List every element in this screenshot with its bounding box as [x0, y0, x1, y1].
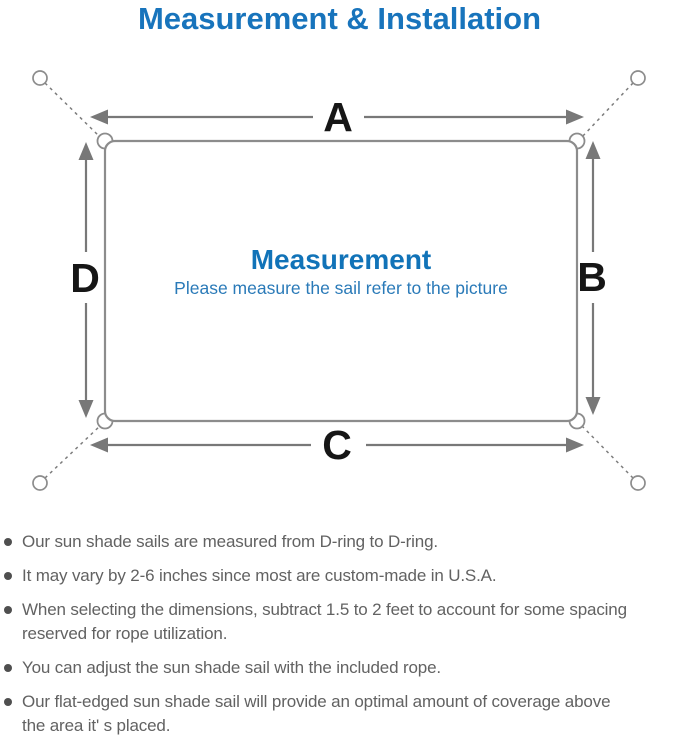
- arrowhead-right-icon: [566, 109, 584, 125]
- note-text: It may vary by 2-6 inches since most are…: [22, 566, 497, 585]
- arrowhead-right-icon: [566, 437, 584, 453]
- bullet-icon: [4, 538, 12, 546]
- anchor-ring-top-right: [630, 70, 646, 86]
- anchor-ring-bottom-left: [32, 475, 48, 491]
- arrowhead-left-icon: [90, 437, 108, 453]
- arrowhead-down-icon: [585, 397, 601, 415]
- tether-line-bottom-right: [580, 424, 634, 479]
- note-text: Our flat-edged sun shade sail will provi…: [22, 692, 611, 735]
- page-title: Measurement & Installation: [137, 1, 542, 36]
- list-item: When selecting the dimensions, subtract …: [4, 598, 679, 646]
- dimension-label-c: C: [322, 422, 352, 468]
- note-text: Our sun shade sails are measured from D-…: [22, 532, 438, 551]
- bullet-icon: [4, 606, 12, 614]
- bullet-icon: [4, 572, 12, 580]
- anchor-ring-top-left: [32, 70, 48, 86]
- tether-line-top-left: [44, 82, 102, 139]
- dimension-label-d: D: [70, 255, 100, 301]
- tether-line-top-right: [580, 82, 634, 139]
- sail-center-title: Measurement: [251, 244, 432, 275]
- bullet-icon: [4, 698, 12, 706]
- arrowhead-left-icon: [90, 109, 108, 125]
- note-text: When selecting the dimensions, subtract …: [22, 600, 627, 643]
- dimension-arrow-a: A: [90, 94, 584, 140]
- list-item: Our flat-edged sun shade sail will provi…: [4, 690, 679, 738]
- list-item: Our sun shade sails are measured from D-…: [4, 530, 679, 554]
- list-item: You can adjust the sun shade sail with t…: [4, 656, 679, 680]
- arrowhead-up-icon: [585, 141, 601, 159]
- notes-list: Our sun shade sails are measured from D-…: [0, 530, 679, 739]
- dimension-label-a: A: [323, 94, 353, 140]
- measurement-diagram: A C D B Measurement Please meas: [32, 70, 646, 491]
- dimension-arrow-c: C: [90, 422, 584, 468]
- anchor-ring-bottom-right: [630, 475, 646, 491]
- note-text: You can adjust the sun shade sail with t…: [22, 658, 441, 677]
- dimension-arrow-d: D: [70, 142, 100, 418]
- tether-line-bottom-left: [44, 424, 102, 479]
- bullet-icon: [4, 664, 12, 672]
- arrowhead-up-icon: [78, 142, 94, 160]
- sail-center-subtitle: Please measure the sail refer to the pic…: [174, 278, 508, 298]
- list-item: It may vary by 2-6 inches since most are…: [4, 564, 679, 588]
- dimension-label-b: B: [577, 254, 607, 300]
- dimension-arrow-b: B: [577, 141, 607, 415]
- arrowhead-down-icon: [78, 400, 94, 418]
- sail-outline: [103, 139, 579, 423]
